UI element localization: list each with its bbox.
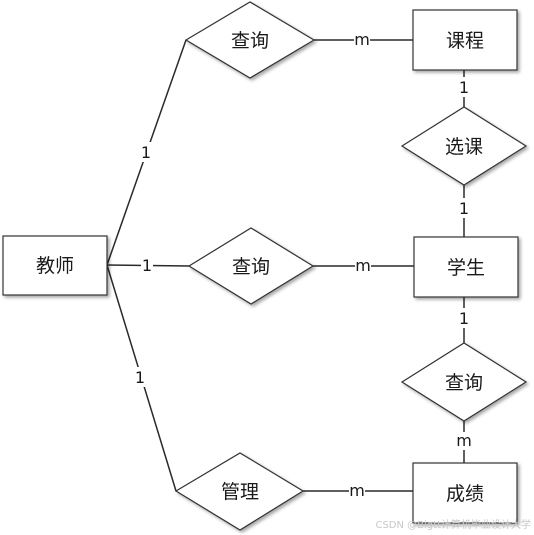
cardinality-labels: 1 m 1 m 1 m 1 1 1 m	[134, 30, 472, 500]
entity-student-label: 学生	[447, 257, 485, 279]
relationship-manage-label: 管理	[221, 481, 259, 503]
card-select-student: 1	[459, 199, 469, 218]
relationship-query-grade: 查询	[400, 342, 528, 422]
card-teacher-manage: 1	[135, 368, 145, 387]
relationship-query-course: 查询	[184, 1, 316, 79]
relationship-select-course-label: 选课	[445, 136, 483, 158]
relationship-manage: 管理	[174, 452, 305, 531]
relationship-select-course: 选课	[400, 106, 528, 186]
card-course-select: 1	[459, 78, 469, 97]
card-teacher-query-student: 1	[142, 256, 152, 275]
watermark-text: CSDN @Bigtt计算机毕业设计大学	[375, 518, 531, 531]
entity-grade-label: 成绩	[446, 483, 484, 505]
relationship-query-course-label: 查询	[231, 30, 269, 52]
card-query-student-student: m	[355, 256, 371, 275]
entity-teacher-label: 教师	[36, 255, 74, 277]
entity-course-label: 课程	[446, 30, 484, 52]
entity-teacher: 教师	[2, 235, 108, 296]
entity-course: 课程	[412, 9, 518, 71]
card-teacher-query-course: 1	[141, 143, 151, 162]
relationship-query-grade-label: 查询	[445, 372, 483, 394]
relationship-query-student: 查询	[187, 227, 315, 305]
relationship-query-student-label: 查询	[232, 256, 270, 278]
card-query-course-course: m	[354, 30, 370, 49]
card-student-query-grade: 1	[459, 309, 469, 328]
card-manage-grade: m	[349, 481, 365, 500]
card-query-grade-grade: m	[456, 431, 472, 450]
entity-grade: 成绩	[412, 462, 518, 524]
entity-student: 学生	[413, 236, 519, 298]
